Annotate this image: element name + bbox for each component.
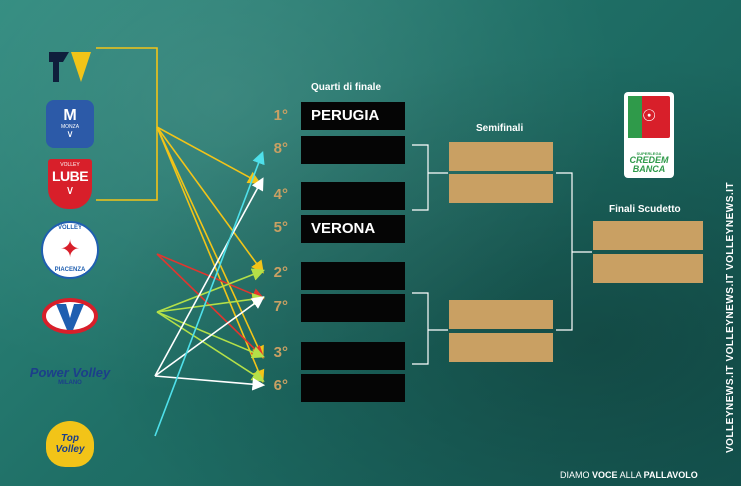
powervolley-small-label: MILANO — [58, 380, 82, 386]
tagline-word: PALLAVOLO — [643, 470, 698, 480]
quarterfinal-slot — [301, 294, 405, 322]
monza-small-label: MONZA — [60, 124, 80, 130]
topvolley-logo: Top Volley — [40, 418, 100, 470]
powervolley-logo: Power Volley MILANO — [30, 350, 110, 402]
seed-label: 3° — [273, 344, 288, 361]
sponsor-top-label: SUPERLEGA — [636, 151, 662, 156]
seed-label: 6° — [273, 377, 288, 394]
quarterfinal-slot — [301, 342, 405, 370]
sponsor-line1: CREDEM — [629, 155, 669, 165]
semifinal-slot — [449, 333, 553, 362]
wolf-icon: ✦ — [59, 236, 81, 263]
tagline-word: ALLA — [619, 470, 642, 480]
lube-logo: VOLLEY LUBE ∨ — [40, 158, 100, 210]
chevron-down-icon: ∨ — [66, 129, 74, 140]
seed-label: 1° — [273, 107, 288, 124]
powervolley-label: Power Volley — [29, 365, 111, 380]
seed-label: 8° — [273, 140, 288, 157]
side-watermark-text: VOLLEYNEWS.IT VOLLEYNEWS.IT VOLLEYNEWS.I… — [725, 181, 736, 453]
seed-label: 7° — [273, 298, 288, 315]
side-watermark: VOLLEYNEWS.IT VOLLEYNEWS.IT VOLLEYNEWS.I… — [725, 182, 739, 453]
piacenza-small-label: VOLLEY — [57, 225, 82, 231]
superlega-logo: ☉ SUPERLEGA CREDEM BANCA — [624, 92, 674, 178]
semifinal-slot — [449, 174, 553, 203]
quarterfinal-slot — [301, 136, 405, 164]
final-slot — [593, 221, 703, 250]
player-icon: ☉ — [642, 108, 657, 125]
quarterfinal-slot — [301, 262, 405, 290]
final-slot — [593, 254, 703, 283]
trentino-logo — [40, 40, 100, 92]
seed-label: 5° — [273, 219, 288, 236]
quarterfinal-slot — [301, 374, 405, 402]
footer-tagline: DIAMO VOCE ALLA PALLAVOLO — [560, 470, 698, 480]
monza-logo: M MONZA ∨ — [40, 98, 100, 150]
lube-chevron-icon: ∨ — [65, 183, 75, 197]
piacenza-logo: VOLLEY ✦ PIACENZA — [40, 221, 100, 279]
cisterna-logo — [40, 290, 100, 342]
cyan-arrow — [154, 151, 265, 437]
trentino-logo-icon — [49, 52, 91, 82]
sponsor-line2: BANCA — [632, 164, 666, 174]
seed-label: 4° — [273, 186, 288, 203]
v-shield-icon — [42, 298, 98, 334]
lube-small-label: VOLLEY — [60, 162, 80, 168]
tagline-word: VOCE — [592, 470, 618, 480]
quarterfinal-slot: VERONA — [301, 215, 405, 243]
bracket-connectors — [412, 144, 592, 365]
lube-label: LUBE — [51, 168, 89, 184]
tagline-word: DIAMO — [560, 470, 590, 480]
piacenza-label: PIACENZA — [54, 267, 86, 273]
yellow-group-bracket — [96, 47, 265, 383]
semifinal-slot — [449, 142, 553, 171]
finals-title: Finali Scudetto — [609, 204, 681, 215]
white-arrows — [154, 177, 266, 391]
semifinal-slot — [449, 300, 553, 329]
topvolley-label: Top Volley — [55, 433, 85, 455]
semifinals-title: Semifinali — [476, 123, 524, 134]
quarterfinals-title: Quarti di finale — [311, 82, 382, 93]
seed-label: 2° — [273, 264, 288, 281]
quarterfinal-slot — [301, 182, 405, 210]
quarterfinal-slot: PERUGIA — [301, 102, 405, 130]
